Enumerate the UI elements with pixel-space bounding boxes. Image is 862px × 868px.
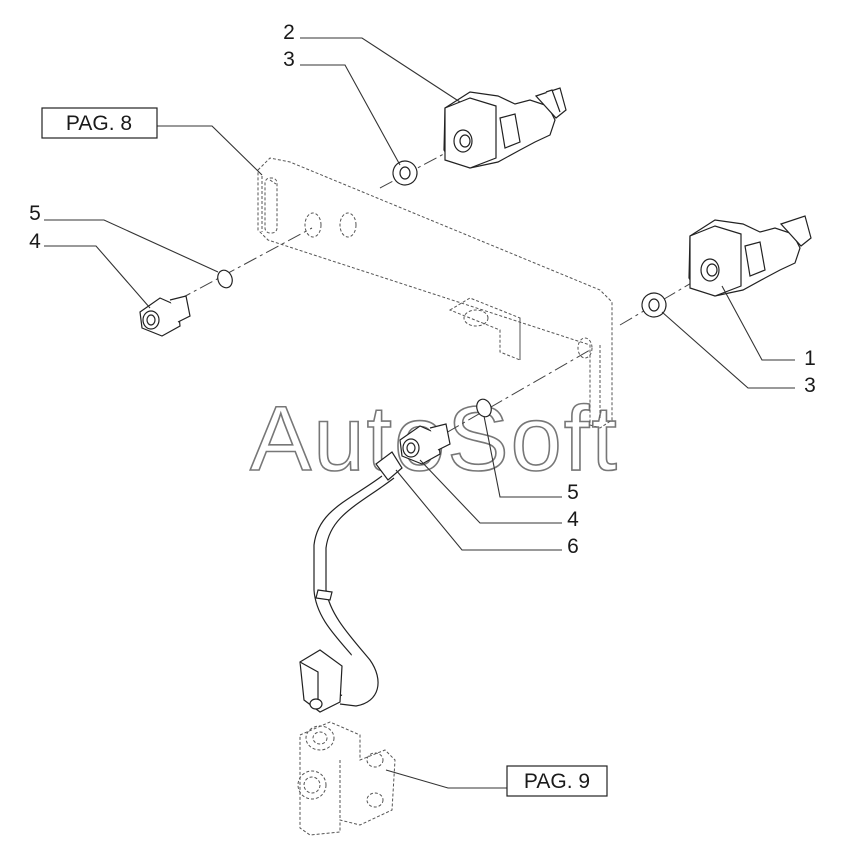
- callout-3-top: 3: [283, 48, 295, 71]
- pag8-frame: [41, 107, 158, 139]
- hose-assembly: [299, 451, 403, 713]
- page-ref-pag9: PAG. 9: [506, 765, 608, 797]
- pag9-label: PAG. 9: [524, 770, 590, 793]
- page-ref-pag8: PAG. 8: [41, 107, 158, 139]
- callout-4-left: 4: [29, 230, 41, 253]
- washer-top: [392, 160, 418, 186]
- washer-right: [641, 292, 667, 318]
- pressure-switch-top: [443, 87, 567, 169]
- pressure-switch-right: [688, 215, 812, 297]
- mounting-bracket: [257, 157, 613, 429]
- callout-5-mid: 5: [567, 481, 579, 504]
- valve-block: [297, 721, 396, 836]
- callout-5-left: 5: [29, 202, 41, 225]
- callout-1-right: 1: [804, 347, 816, 370]
- pag9-frame: [506, 765, 608, 797]
- o-ring-mid: [476, 398, 492, 418]
- leader-lines: [44, 37, 795, 789]
- callout-3-right: 3: [804, 374, 816, 397]
- callout-2-top: 2: [283, 21, 295, 44]
- o-ring-left: [217, 269, 233, 289]
- fitting-mid: [399, 423, 451, 465]
- callout-6-mid: 6: [567, 535, 579, 558]
- pag8-label: PAG. 8: [66, 112, 132, 135]
- callout-4-mid: 4: [567, 508, 579, 531]
- fitting-left: [139, 295, 191, 337]
